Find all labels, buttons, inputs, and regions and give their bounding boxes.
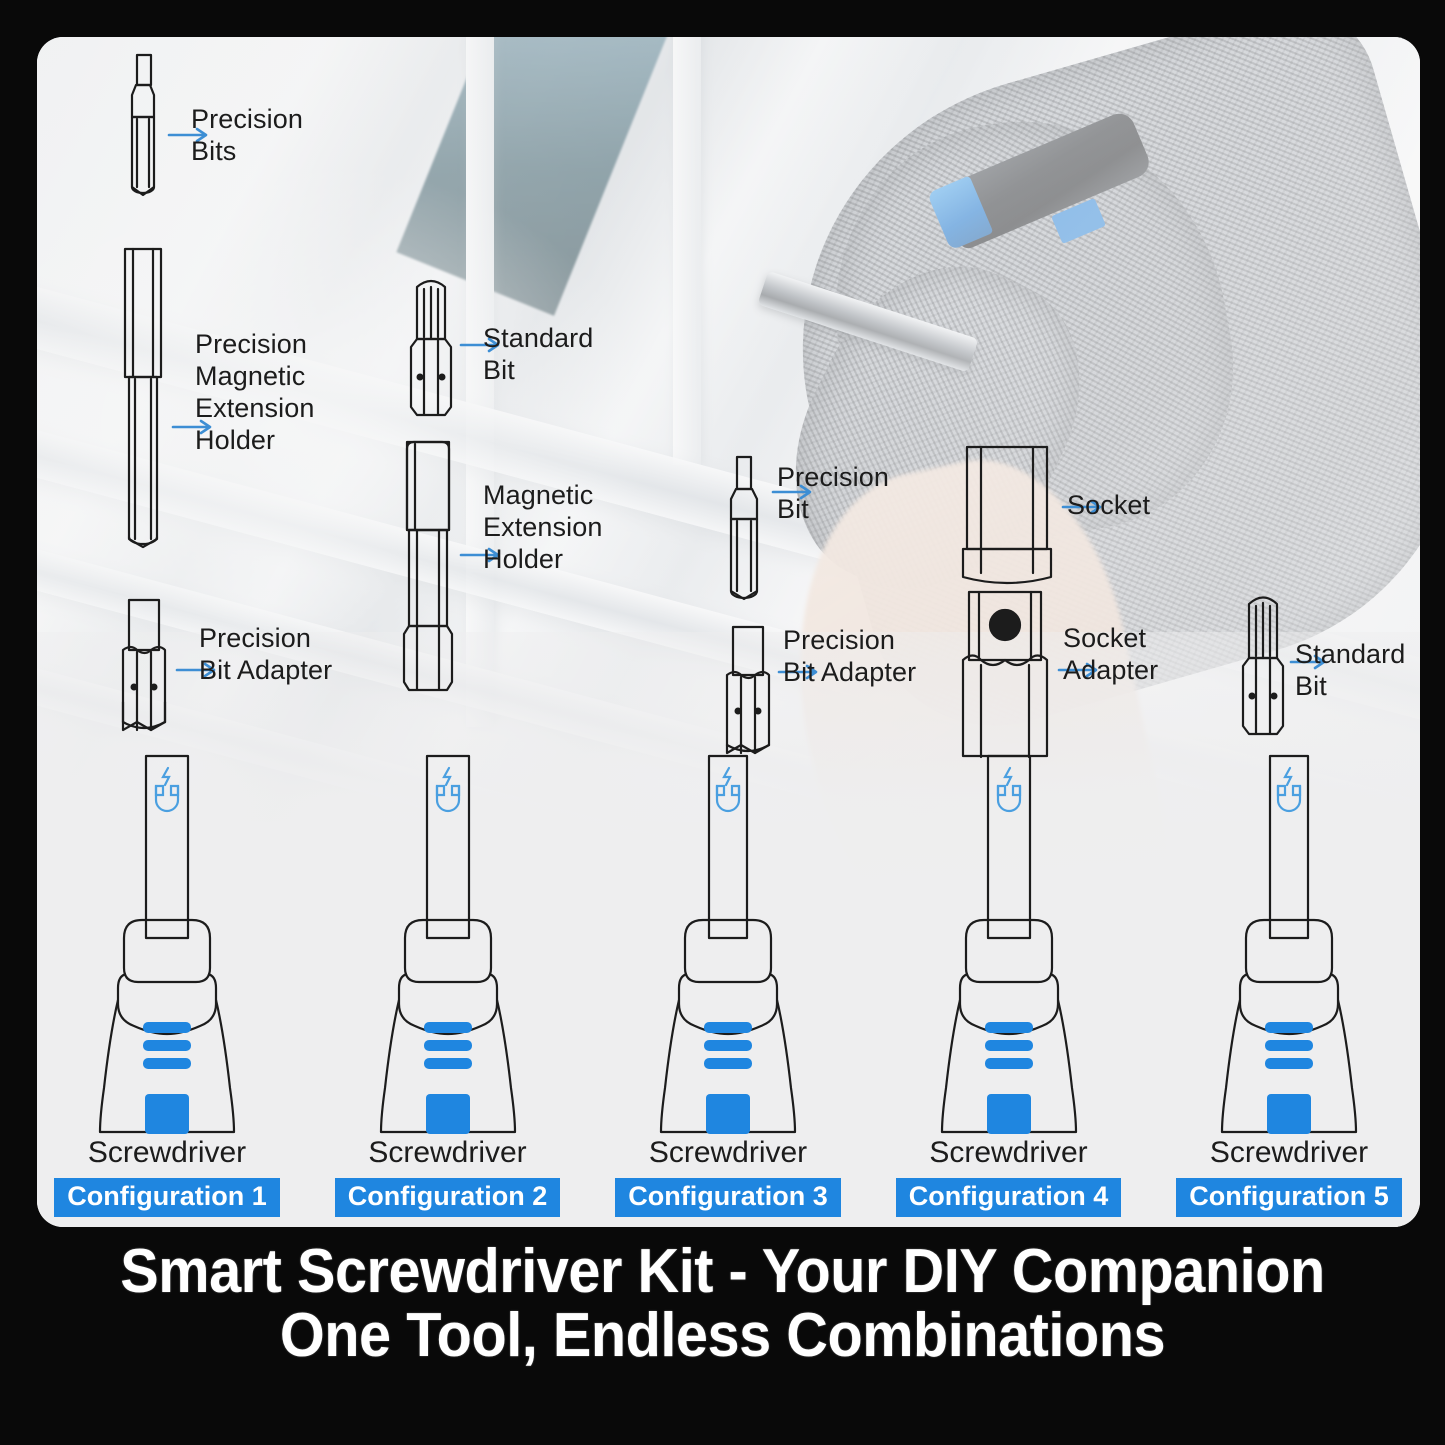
callout-label-precision-magnetic-extension: Precision Magnetic Extension Holder <box>195 329 315 455</box>
screwdriver-svg-3 <box>659 754 797 1134</box>
configuration-tool-name-3: Screwdriver <box>648 1136 808 1169</box>
configuration-badge-5[interactable]: Configuration 5 <box>1176 1178 1402 1217</box>
configuration-row: Screwdriver Configuration 1 <box>42 748 1414 1218</box>
handle-grip-marks-4 <box>984 1022 1033 1134</box>
arrow-magnetic-extension <box>459 547 500 563</box>
configuration-item-3[interactable]: Screwdriver Configuration 3 <box>603 748 853 1217</box>
precision-bit-adapter-drawing-1 <box>121 598 167 732</box>
headline-line-1: Smart Screwdriver Kit - Your DIY Compani… <box>120 1237 1325 1306</box>
arrow-precision-bit-2 <box>771 484 812 500</box>
configuration-tool-name-2: Screwdriver <box>368 1136 527 1169</box>
standard-bit-drawing-2 <box>1241 596 1285 736</box>
handle-grip-marks-2 <box>423 1022 472 1134</box>
configuration-tool-name-4: Screwdriver <box>929 1136 1088 1169</box>
configuration-badge-3[interactable]: Configuration 3 <box>615 1178 841 1217</box>
magnet-icon-3 <box>715 766 741 813</box>
callout-label-socket-adapter: Socket Adapter <box>1063 623 1159 685</box>
callout-label-standard-bit-top: Standard Bit <box>483 323 594 385</box>
precision-bit-drawing-1 <box>130 53 156 197</box>
configuration-item-4[interactable]: Screwdriver Configuration 4 <box>884 748 1134 1217</box>
callout-arrows <box>167 127 1326 680</box>
product-photo-panel: Precision Bits Precision Magnetic Extens… <box>37 37 1420 1227</box>
configuration-badge-4[interactable]: Configuration 4 <box>895 1178 1122 1217</box>
headline-line-2: One Tool, Endless Combinations <box>279 1300 1166 1370</box>
handle-grip-marks-5 <box>1265 1022 1313 1134</box>
screwdriver-illustration-5 <box>1164 748 1414 1140</box>
socket-drawing <box>961 445 1053 585</box>
callout-label-magnetic-extension-holder: Magnetic Extension Holder <box>483 480 603 574</box>
callout-label-precision-bit-adapter-mid: Precision Bit Adapter <box>783 625 917 687</box>
handle-grip-marks-3 <box>704 1022 752 1134</box>
screwdriver-illustration-2 <box>323 748 573 1140</box>
arrow-socket <box>1061 499 1102 515</box>
magnetic-extension-holder-drawing <box>402 440 454 692</box>
configuration-item-1[interactable]: Screwdriver Configuration 1 <box>42 748 292 1217</box>
screwdriver-illustration-3 <box>603 748 853 1140</box>
callout-label-precision-bit: Precision Bit <box>777 462 889 524</box>
magnet-icon-5 <box>1276 766 1302 813</box>
socket-adapter-drawing <box>961 590 1049 759</box>
precision-bit-drawing-2 <box>729 455 759 601</box>
handle-grip-marks-1 <box>143 1022 191 1134</box>
screwdriver-svg-4 <box>940 754 1077 1134</box>
configuration-badge-2[interactable]: Configuration 2 <box>334 1178 561 1217</box>
configuration-tool-name-1: Screwdriver <box>87 1136 247 1169</box>
arrow-precision-magnetic <box>171 419 212 435</box>
screwdriver-svg-2 <box>379 754 516 1134</box>
standard-bit-drawing-1 <box>409 279 453 417</box>
arrow-socket-adapter <box>1057 662 1098 678</box>
magnet-icon-2 <box>435 766 460 813</box>
callout-label-precision-bit-adapter-left: Precision Bit Adapter <box>199 623 333 685</box>
screwdriver-illustration-4 <box>884 748 1134 1140</box>
precision-bit-adapter-drawing-2 <box>725 625 771 755</box>
arrow-precision-bits <box>167 127 208 143</box>
screwdriver-svg-1 <box>98 754 236 1134</box>
arrow-standard-bit-2 <box>1289 654 1326 670</box>
arrow-precision-adapter-1 <box>175 662 216 678</box>
arrow-precision-adapter-2 <box>777 664 818 680</box>
magnet-icon-1 <box>154 766 180 813</box>
callout-label-socket: Socket <box>1067 490 1151 520</box>
callout-label-precision-bits: Precision Bits <box>191 104 303 166</box>
callout-layer: Precision Bits Precision Magnetic Extens… <box>37 37 1420 1227</box>
magnet-icon-4 <box>996 766 1021 813</box>
configuration-tool-name-5: Screwdriver <box>1209 1136 1369 1169</box>
callout-line-art <box>121 53 1326 759</box>
arrow-standard-bit-1 <box>459 337 500 353</box>
configuration-item-2[interactable]: Screwdriver Configuration 2 <box>323 748 573 1217</box>
precision-extension-holder-drawing <box>123 247 163 549</box>
headline-block: Smart Screwdriver Kit - Your DIY Compani… <box>0 1240 1445 1368</box>
callout-label-standard-bit-right: Standard Bit <box>1295 639 1406 701</box>
configuration-badge-1[interactable]: Configuration 1 <box>54 1178 280 1217</box>
screwdriver-illustration-1 <box>42 748 292 1140</box>
configuration-item-5[interactable]: Screwdriver Configuration 5 <box>1164 748 1414 1217</box>
screwdriver-svg-5 <box>1220 754 1358 1134</box>
